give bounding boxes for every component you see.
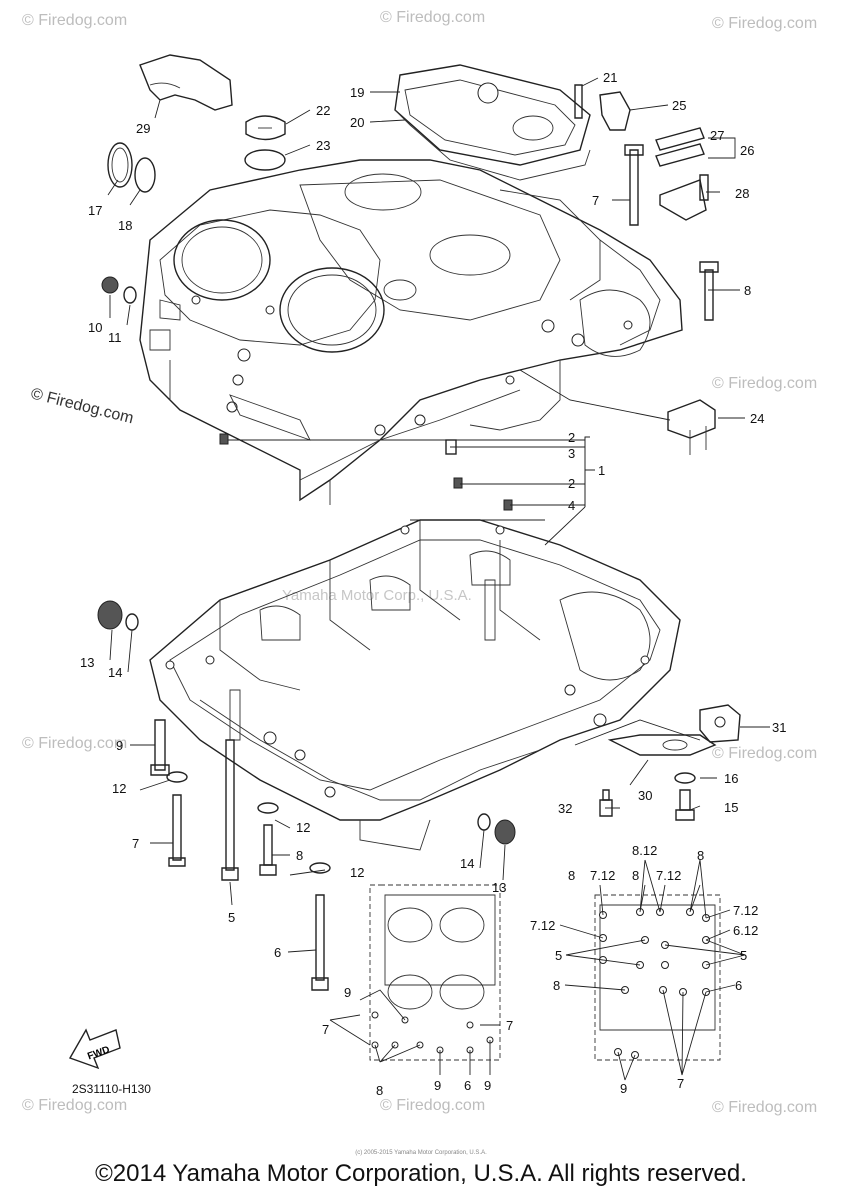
- top-cover-parts: [101, 54, 719, 455]
- callout-8-top: 8: [744, 283, 751, 298]
- watermark-right-mid: © Firedog.com: [712, 745, 817, 762]
- pattern-right-8-12: 8.12: [632, 843, 657, 858]
- fwd-label: FWD: [86, 1044, 111, 1062]
- callout-14-b: 14: [460, 856, 474, 871]
- callout-9: 9: [116, 738, 123, 753]
- fwd-arrow: FWD: [68, 1028, 121, 1070]
- callout-21: 21: [603, 70, 617, 85]
- watermark-top-right: © Firedog.com: [712, 15, 817, 32]
- diagram-code: 2S31110-H130: [72, 1082, 151, 1096]
- pattern-left-6: 6: [464, 1078, 471, 1093]
- callout-19: 19: [350, 85, 364, 100]
- copyright-text: ©2014 Yamaha Motor Corporation, U.S.A. A…: [95, 1160, 747, 1187]
- bolt-pattern-left: [369, 884, 501, 1061]
- callout-29: 29: [136, 121, 150, 136]
- callout-14-a: 14: [108, 665, 122, 680]
- watermark-top-center: © Firedog.com: [380, 9, 485, 26]
- watermark-bottom-left: © Firedog.com: [22, 1097, 127, 1114]
- bolt-pattern-right: [594, 894, 721, 1061]
- pattern-right-6: 6: [735, 978, 742, 993]
- bolt-pattern-left-labels: 9 7 7 8 9 6 9: [322, 985, 513, 1098]
- callout-25: 25: [672, 98, 686, 113]
- bracket-parts: [599, 704, 741, 821]
- pattern-left-7-b: 7: [506, 1018, 513, 1033]
- callout-31: 31: [772, 720, 786, 735]
- callout-7-top: 7: [592, 193, 599, 208]
- callout-30: 30: [638, 788, 652, 803]
- callout-17: 17: [88, 203, 102, 218]
- pattern-left-8: 8: [376, 1083, 383, 1098]
- callout-15: 15: [724, 800, 738, 815]
- callout-22: 22: [316, 103, 330, 118]
- dowel-pins: [219, 433, 513, 511]
- callout-13-a: 13: [80, 655, 94, 670]
- tiny-copyright-note: (c) 2005-2015 Yamaha Motor Corporation, …: [355, 1150, 487, 1156]
- watermark-yamaha: Yamaha Motor Corp., U.S.A.: [282, 587, 472, 604]
- callout-18: 18: [118, 218, 132, 233]
- pattern-right-5-a: 5: [555, 948, 562, 963]
- callout-labels: 19 20 21 22 23 25 27 26 28 7 8 29 17 18 …: [80, 70, 786, 960]
- alignment-lines: [219, 369, 701, 746]
- watermark-top-left: © Firedog.com: [22, 12, 127, 29]
- pattern-right-9: 9: [620, 1081, 627, 1096]
- upper-crankcase: [139, 159, 683, 505]
- callout-3: 3: [568, 446, 575, 461]
- callout-leaders: [107, 77, 770, 1081]
- callout-13-b: 13: [492, 880, 506, 895]
- callout-32: 32: [558, 801, 572, 816]
- callout-12-c: 12: [350, 865, 364, 880]
- lower-fasteners: [97, 600, 516, 991]
- callout-28: 28: [735, 186, 749, 201]
- watermark-bottom-right: © Firedog.com: [712, 1099, 817, 1116]
- callout-23: 23: [316, 138, 330, 153]
- callout-8-lower: 8: [296, 848, 303, 863]
- watermark-left-firedog: © Firedog.com: [29, 385, 135, 427]
- pattern-right-7: 7: [677, 1076, 684, 1091]
- pattern-right-8-b: 8: [568, 868, 575, 883]
- callout-16: 16: [724, 771, 738, 786]
- callout-2-a: 2: [568, 430, 575, 445]
- pattern-right-6-12: 6.12: [733, 923, 758, 938]
- callout-6: 6: [274, 945, 281, 960]
- callout-26: 26: [740, 143, 754, 158]
- bolt-pattern-right-labels: 8.12 8 8 7.12 8 7.12 7.12 7.12 6.12 5 5 …: [530, 843, 758, 1096]
- pattern-left-9-b: 9: [434, 1078, 441, 1093]
- callout-2-b: 2: [568, 476, 575, 491]
- pattern-right-5-b: 5: [740, 948, 747, 963]
- callout-5: 5: [228, 910, 235, 925]
- callout-12-a: 12: [112, 781, 126, 796]
- callout-12-b: 12: [296, 820, 310, 835]
- callout-10: 10: [88, 320, 102, 335]
- callout-7-lower: 7: [132, 836, 139, 851]
- callout-11: 11: [108, 330, 122, 345]
- pattern-left-9: 9: [344, 985, 351, 1000]
- watermark-left-mid: © Firedog.com: [22, 735, 127, 752]
- callout-4: 4: [568, 498, 575, 513]
- pattern-right-7-12-b: 7.12: [656, 868, 681, 883]
- pattern-right-7-12-d: 7.12: [530, 918, 555, 933]
- callout-27: 27: [710, 128, 724, 143]
- pattern-right-8-a: 8: [697, 848, 704, 863]
- pattern-right-7-12-a: 7.12: [590, 868, 615, 883]
- pattern-left-9-c: 9: [484, 1078, 491, 1093]
- callout-20: 20: [350, 115, 364, 130]
- watermark-bottom-center: © Firedog.com: [380, 1097, 485, 1114]
- pattern-right-8-c: 8: [632, 868, 639, 883]
- callout-1: 1: [598, 463, 605, 478]
- pattern-right-8-d: 8: [553, 978, 560, 993]
- watermark-mid-right: © Firedog.com: [712, 375, 817, 392]
- pattern-left-7-a: 7: [322, 1022, 329, 1037]
- callout-24: 24: [750, 411, 764, 426]
- pattern-right-7-12-c: 7.12: [733, 903, 758, 918]
